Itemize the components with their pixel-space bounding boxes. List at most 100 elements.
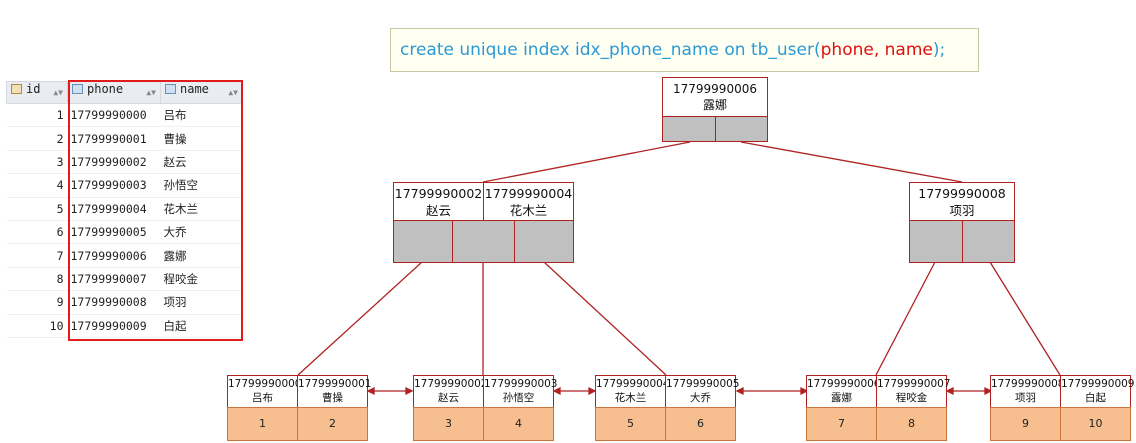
row-name-cell[interactable]: 花木兰 (160, 197, 243, 221)
edge-root-right (740, 141, 963, 183)
row-name-cell[interactable]: 吕布 (160, 103, 243, 128)
arrowhead (552, 386, 561, 396)
key-name: 白起 (1085, 392, 1106, 404)
row-name-cell[interactable]: 露娜 (160, 243, 243, 268)
key-name: 露娜 (702, 98, 727, 112)
row-phone-cell[interactable]: 17799990002 (67, 150, 161, 175)
row-phone-cell[interactable]: 17799990009 (67, 314, 161, 338)
leaf-key: 17799990004 花木兰 (595, 375, 670, 408)
row-id-value: 4 (483, 407, 554, 441)
key-name: 花木兰 (614, 392, 647, 404)
sql-prefix: create unique index idx_phone_name on tb… (400, 40, 821, 60)
row-phone-cell[interactable]: 17799990008 (67, 290, 161, 315)
sort-icon[interactable]: ▲▼ (53, 88, 63, 97)
row-id-cell[interactable]: 2 (6, 126, 68, 151)
row-id-cell[interactable]: 4 (6, 173, 68, 198)
row-phone-cell[interactable]: 17799990004 (67, 197, 161, 221)
row-name-cell[interactable]: 白起 (160, 314, 243, 338)
key-phone: 17799990007 (877, 378, 951, 390)
row-id-value: 2 (297, 407, 368, 441)
pointer-cell (452, 220, 515, 263)
sort-icon[interactable]: ▲▼ (146, 88, 156, 97)
row-id-cell[interactable]: 8 (6, 267, 68, 292)
arrowhead (945, 386, 954, 396)
edge-internal-leaf4 (875, 261, 936, 376)
arrowhead (735, 386, 744, 396)
arrowhead (800, 386, 809, 396)
row-id-cell[interactable]: 9 (6, 290, 68, 315)
grid-header-row: id▲▼ phone▲▼ name▲▼ (6, 81, 243, 104)
edge-internal-leaf3 (543, 261, 667, 376)
column-header-id[interactable]: id▲▼ (6, 81, 68, 104)
key-phone: 17799990003 (484, 378, 558, 390)
row-name-cell[interactable]: 项羽 (160, 290, 243, 315)
row-id-value: 9 (990, 407, 1061, 441)
row-id-cell[interactable]: 1 (6, 103, 68, 128)
row-phone-cell[interactable]: 17799990005 (67, 220, 161, 245)
row-id-cell[interactable]: 5 (6, 197, 68, 221)
row-phone-cell[interactable]: 17799990007 (67, 267, 161, 292)
column-icon (165, 84, 176, 94)
root-key: 17799990006 露娜 (662, 77, 768, 117)
leaf-node-2: 17799990002 赵云 17799990003 孙悟空 3 4 (413, 375, 558, 441)
key-phone: 17799990002 (414, 378, 488, 390)
key-column-icon (11, 84, 22, 94)
internal-node-left: 17799990002 赵云 17799990004 花木兰 (393, 182, 574, 263)
row-id-cell[interactable]: 10 (6, 314, 68, 338)
row-phone-cell[interactable]: 17799990003 (67, 173, 161, 198)
sort-icon[interactable]: ▲▼ (228, 88, 238, 97)
leaf-key: 17799990000 吕布 (227, 375, 302, 408)
key-name: 项羽 (949, 203, 975, 218)
row-id-cell[interactable]: 7 (6, 243, 68, 268)
row-name-cell[interactable]: 大乔 (160, 220, 243, 245)
pointer-cell (962, 220, 1015, 263)
pointer-cell (662, 116, 716, 142)
row-name-cell[interactable]: 孙悟空 (160, 173, 243, 198)
leaf-key: 17799990009 白起 (1060, 375, 1135, 408)
column-header-name[interactable]: name▲▼ (160, 81, 243, 104)
internal-node-right: 17799990008 项羽 (909, 182, 1015, 263)
pointer-cell (514, 220, 574, 263)
leaf-node-3: 17799990004 花木兰 17799990005 大乔 5 6 (595, 375, 740, 441)
key-phone: 17799990009 (1061, 378, 1135, 390)
key-phone: 17799990004 (596, 378, 670, 390)
root-node: 17799990006 露娜 (662, 77, 768, 142)
key-name: 赵云 (438, 392, 459, 404)
key-phone: 17799990001 (298, 378, 372, 390)
pointer-cell (393, 220, 453, 263)
leaf-key: 17799990002 赵云 (413, 375, 488, 408)
arrowhead (588, 386, 597, 396)
row-name-cell[interactable]: 曹操 (160, 126, 243, 151)
key-name: 花木兰 (509, 203, 548, 218)
key-name: 曹操 (322, 392, 343, 404)
key-phone: 17799990000 (228, 378, 302, 390)
row-phone-cell[interactable]: 17799990000 (67, 103, 161, 128)
row-id-cell[interactable]: 3 (6, 150, 68, 175)
pointer-cell (909, 220, 963, 263)
row-name-cell[interactable]: 赵云 (160, 150, 243, 175)
key-phone: 17799990004 (484, 186, 573, 201)
row-id-cell[interactable]: 6 (6, 220, 68, 245)
row-phone-cell[interactable]: 17799990001 (67, 126, 161, 151)
key-name: 大乔 (690, 392, 711, 404)
leaf-key: 17799990001 曹操 (297, 375, 372, 408)
row-name-cell[interactable]: 程咬金 (160, 267, 243, 292)
row-phone-cell[interactable]: 17799990006 (67, 243, 161, 268)
key-phone: 17799990005 (666, 378, 740, 390)
leaf-key: 17799990007 程咬金 (876, 375, 951, 408)
row-id-value: 1 (227, 407, 298, 441)
arrowhead (984, 386, 993, 396)
leaf-node-5: 17799990008 项羽 17799990009 白起 9 10 (990, 375, 1135, 441)
row-id-value: 8 (876, 407, 947, 441)
